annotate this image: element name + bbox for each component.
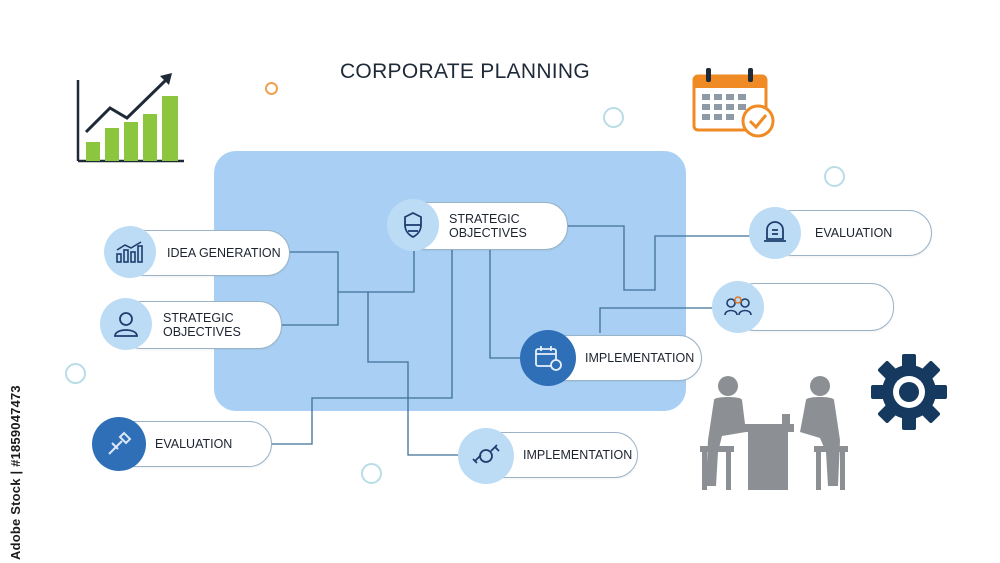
bell-icon [749,207,801,259]
node-label: STRATEGIC OBJECTIVES [449,212,527,240]
decorative-circle [265,82,278,95]
decorative-circle [65,363,86,384]
bar-chart-icon [104,226,156,278]
node-label: STRATEGIC OBJECTIVES [163,311,241,339]
node-label: IMPLEMENTATION [585,351,695,365]
node-label: EVALUATION [815,226,893,240]
calendar-gear-icon [520,330,576,386]
stock-watermark: Adobe Stock | #1859047473 [8,385,23,560]
node-label: EVALUATION [155,437,233,451]
handshake-icon [458,428,514,484]
decorative-circle [824,166,845,187]
node-label: IMPLEMENTATION [523,448,633,462]
tools-icon [92,417,146,471]
decorative-circle [603,107,624,128]
page-title: CORPORATE PLANNING [339,60,591,83]
shield-icon [387,199,439,251]
node-label: IDEA GENERATION [167,246,281,260]
team-icon [712,281,764,333]
person-icon [100,298,152,350]
decorative-circle [361,463,382,484]
